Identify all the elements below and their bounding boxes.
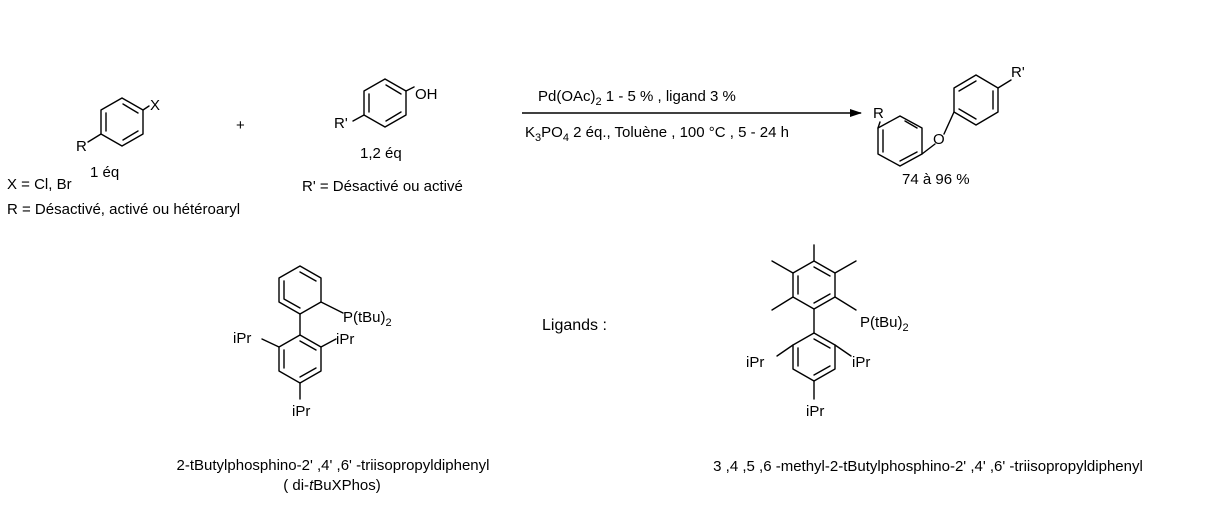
ligand2-phosphine-label: P(tBu)2 (860, 314, 909, 334)
ligand1-ipr-left: iPr (233, 330, 251, 347)
aryl-halide-label-x: X (150, 97, 160, 114)
product-label-r-prime: R' (1011, 64, 1025, 81)
note-r-prime-definition: R' = Désactivé ou activé (302, 178, 463, 195)
ligand1-name: 2-tButylphosphino-2' ,4' ,6' -triisoprop… (177, 457, 490, 474)
ligand2-ipr-right: iPr (852, 354, 870, 371)
ligands-title: Ligands : (542, 317, 607, 334)
ligand2-ipr-left: iPr (746, 354, 764, 371)
product-yield: 74 à 96 % (902, 171, 970, 188)
ligand1-phosphine-label: P(tBu)2 (343, 309, 392, 329)
aryl-halide-structure (87, 97, 150, 147)
note-x-definition: X = Cl, Br (7, 176, 72, 193)
ligand1-ipr-bottom: iPr (292, 403, 310, 420)
aryl-halide-label-r: R (76, 138, 87, 155)
note-r-definition: R = Désactivé, activé ou hétéroaryl (7, 201, 240, 218)
product-label-o: O (933, 131, 945, 148)
ligand1-structure (261, 265, 344, 400)
phenol-label-r-prime: R' (334, 115, 348, 132)
ligand1-ipr-right: iPr (336, 331, 354, 348)
product-label-r: R (873, 105, 884, 122)
conditions-base-solvent: K3PO4 2 éq., Toluène , 100 °C , 5 - 24 h (525, 124, 789, 144)
ligand2-name: 3 ,4 ,5 ,6 -methyl-2-tButylphosphino-2' … (713, 458, 1143, 475)
phenol-equivalents: 1,2 éq (360, 145, 402, 162)
ligand2-structure (771, 244, 857, 400)
aryl-halide-equivalents: 1 éq (90, 164, 119, 181)
phenol-label-oh: OH (415, 86, 438, 103)
diaryl-ether-structure (877, 74, 1012, 167)
phenol-structure (352, 78, 415, 128)
ligand2-ipr-bottom: iPr (806, 403, 824, 420)
conditions-catalyst: Pd(OAc)2 1 - 5 % , ligand 3 % (538, 88, 736, 108)
plus-sign: + (236, 117, 245, 134)
ligand1-abbreviation: ( di-tBuXPhos) (283, 477, 381, 494)
